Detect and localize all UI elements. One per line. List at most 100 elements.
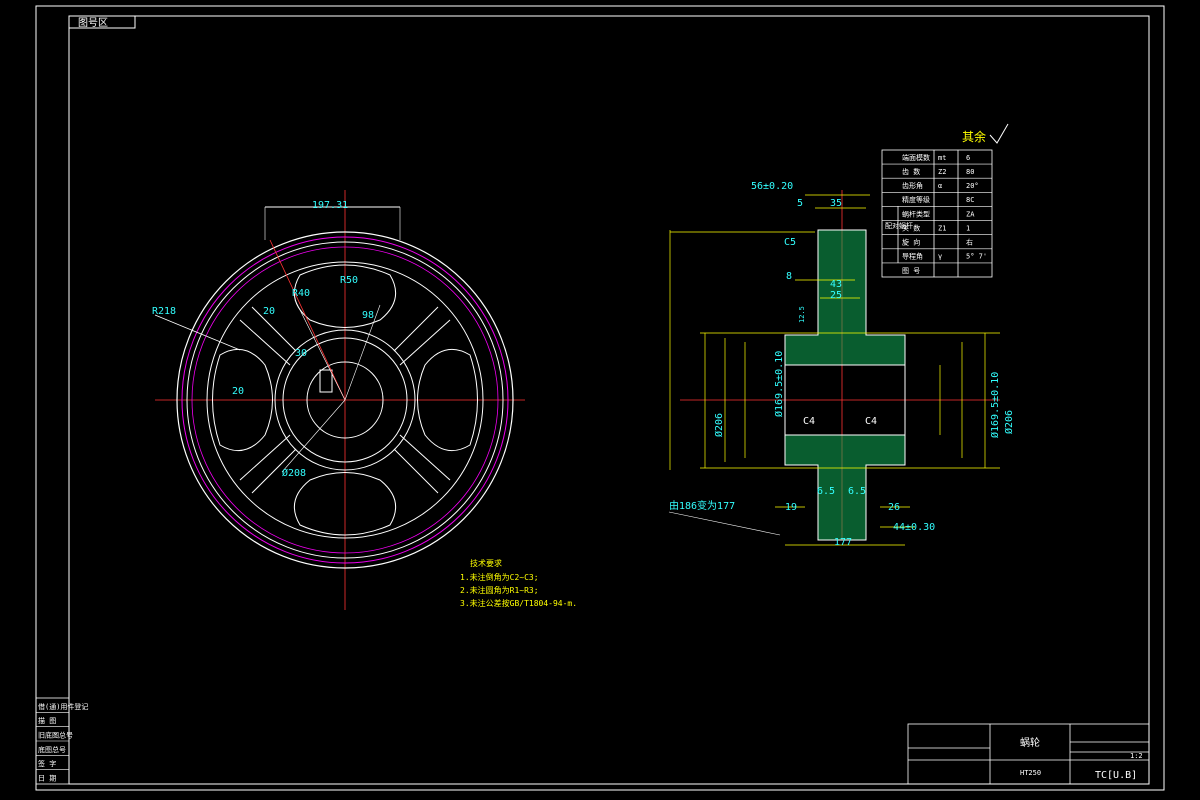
spoke-line [239,434,291,481]
leader-r40 [294,299,346,401]
param-cell: 旋 向 [902,238,920,247]
param-cell: 5° 7' [966,253,987,261]
dim-r50: R50 [340,275,358,286]
dim-206: Ø206 [713,413,725,437]
web-outer [206,261,484,539]
note-186: 由186变为177 [669,499,735,512]
dim-c5: C5 [784,237,796,248]
scale: 1:2 [1130,752,1143,760]
left-strip-label: 借(通)用件登记 [38,702,88,711]
section-top [784,229,906,366]
dim-98: 98 [362,310,374,321]
tech-req-line: 1.未注倒角为C2~C3; [460,572,539,582]
web-hole-right [417,348,478,452]
param-cell: 1 [966,224,970,232]
tech-requirements: 技术要求 1.未注倒角为C2~C3; 2.未注圆角为R1~R3; 3.未注公差按… [460,558,577,608]
inner-frame [68,15,1150,785]
roughness-symbol [989,123,1009,144]
leader-208 [281,399,346,473]
param-cell: 端面模数 [902,153,930,162]
front-view: 197.31 R218 20 20 R40 R50 30 98 Ø208 [152,190,525,610]
param-cell: 导程角 [902,252,923,261]
param-cell: 8C [966,196,974,204]
dim-206b: Ø206 [1003,410,1015,434]
dim-169a: Ø169.5±0.10 [773,351,785,417]
dim-6-5a: 6.5 [817,486,835,497]
web-hole-bottom [293,472,397,536]
bore [306,361,384,439]
dim-44: 44±0.30 [893,522,935,533]
tech-req-line: 2.未注圆角为R1~R3; [460,585,539,595]
param-cell: mt [938,154,946,162]
radius-line [269,239,346,401]
dim-26: 26 [888,502,900,513]
param-cell: 右 [966,238,973,247]
rim-outer [176,231,514,569]
leader-r218 [154,314,241,351]
param-cell: 齿形角 [902,181,923,190]
param-cell: Z1 [938,224,946,232]
section-bottom [784,434,906,541]
param-cell: 头 数 [902,223,920,232]
dim-5: 5 [797,198,803,209]
param-side-label: 配对蜗杆 [885,221,913,230]
chamfer-c4b: C4 [865,416,877,427]
dim-r40: R40 [292,288,310,299]
hub-outer [274,329,416,471]
param-table-frame [881,149,993,278]
dim-20a: 20 [232,386,244,397]
left-strip-label: 底图总号 [38,745,66,754]
title-block-frame [907,723,1150,785]
spoke-line [399,434,451,481]
web-hole-left [212,348,273,452]
dim-25: 25 [830,290,842,301]
param-cell: 蜗杆类型 [902,209,930,218]
tech-req-line: 3.未注公差按GB/T1804-94-m. [460,598,577,608]
param-cell: 80 [966,168,974,176]
spoke-line [251,306,297,352]
pitch-circle [181,236,509,564]
dim-30: 30 [295,348,307,359]
dim-6-5b: 6.5 [848,486,866,497]
dim-35: 35 [830,198,842,209]
corner-tag-box [68,15,136,29]
spoke-line [393,448,439,494]
left-strip-label: 旧底图总号 [38,730,73,739]
hub-ring [282,337,408,463]
param-cell: α [938,182,942,190]
dim-197: 197.31 [312,200,348,211]
corner-tag-text: 图号区 [78,17,108,29]
dim-169b: Ø169.5±0.10 [989,372,1001,438]
dim-8: 8 [786,271,792,282]
dim-12: 12.5 [798,306,806,323]
root-circle [191,246,499,554]
title-block [907,723,1150,785]
leader-r50 [344,304,381,401]
bore-outline [784,364,906,436]
param-cell: 精度等级 [902,195,930,204]
left-strip-label: 描 图 [38,716,56,725]
param-cell: 20° [966,182,979,190]
dim-19: 19 [785,502,797,513]
company: TC[U.B] [1095,770,1137,781]
part-name: 蜗轮 [1020,736,1040,749]
keyway [319,369,333,393]
dim-r218: R218 [152,306,176,317]
left-strip-label: 签 字 [38,759,56,768]
spoke-line [399,319,451,366]
section-view: 56±0.20 5 35 C5 8 43 25 12.5 Ø206 Ø169.5… [668,181,1015,548]
param-cell: γ [938,253,942,261]
material: HT250 [1020,769,1041,777]
dim-20b: 20 [263,306,275,317]
spoke-line [393,306,439,352]
outer-frame [35,5,1165,791]
param-cell: 齿 数 [902,167,920,176]
spoke-line [239,319,291,366]
param-cell: ZA [966,210,975,218]
param-cell: Z2 [938,168,946,176]
left-strip-label: 日 期 [38,774,56,782]
leader-186 [668,511,781,536]
